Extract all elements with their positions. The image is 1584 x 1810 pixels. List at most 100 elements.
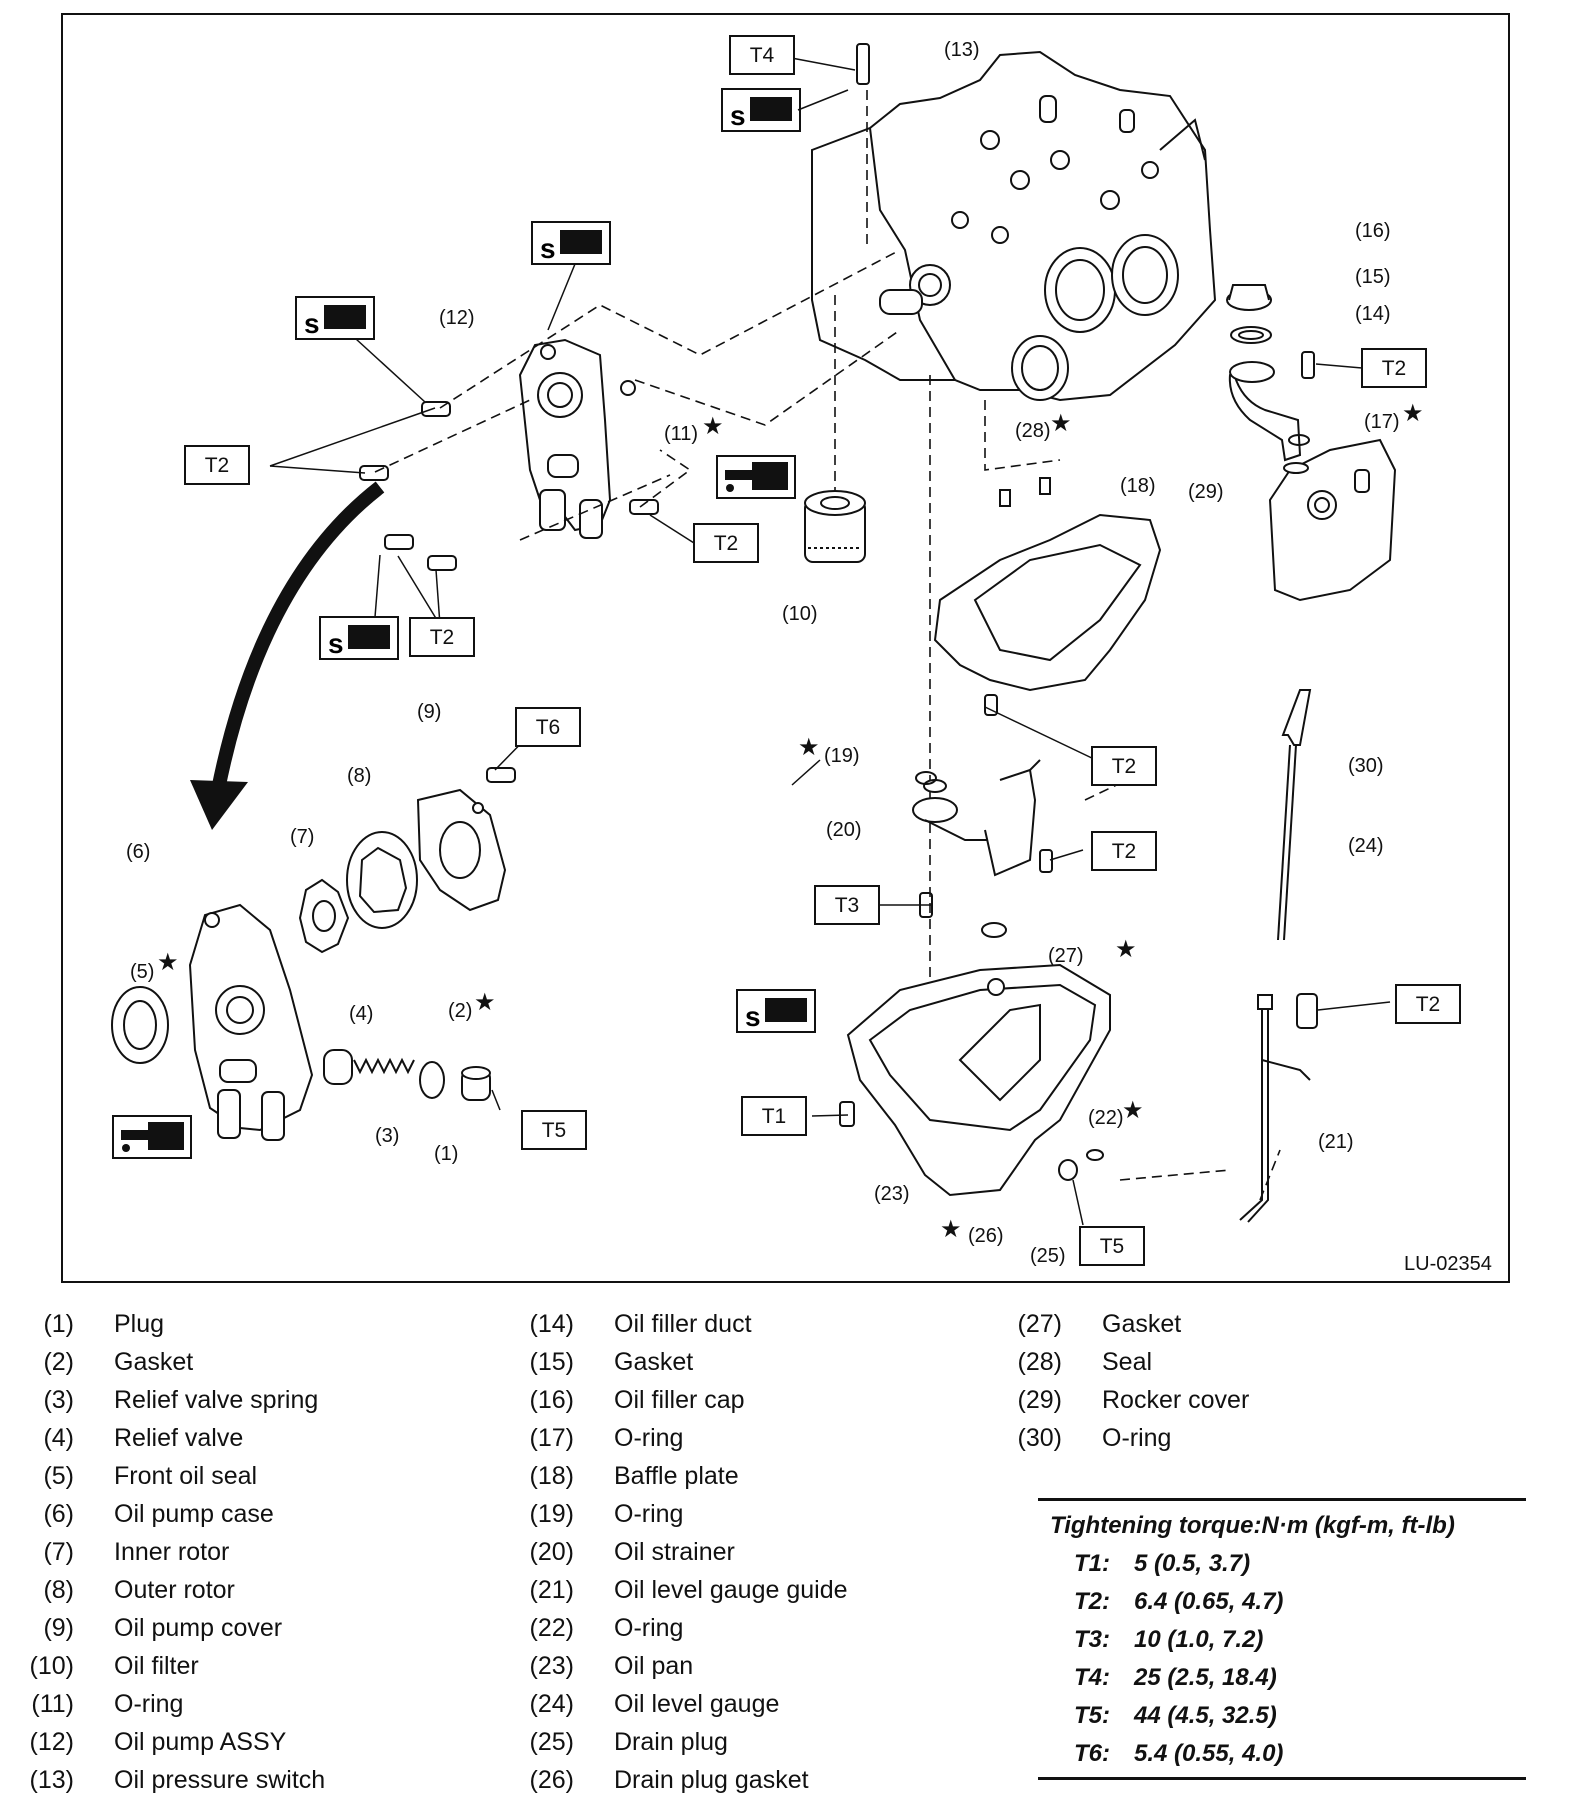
legend-row: (6)Oil pump case bbox=[43, 1500, 274, 1528]
callout-19: (19) bbox=[824, 745, 860, 767]
callout-24: (24) bbox=[1348, 835, 1384, 857]
callout-17: (17) bbox=[1364, 411, 1400, 433]
rocker-cover-drawing bbox=[1268, 438, 1397, 602]
callout-16: (16) bbox=[1355, 220, 1391, 242]
legend-row: (5)Front oil seal bbox=[43, 1462, 258, 1490]
legend-column-2: (14)Oil filler duct (15)Gasket (16)Oil f… bbox=[500, 1305, 848, 1799]
legend-row: (17)O-ring bbox=[529, 1424, 684, 1452]
legend-row: (26)Drain plug gasket bbox=[529, 1766, 809, 1794]
callout-22: (22) bbox=[1088, 1107, 1124, 1129]
torque-table-title: Tightening torque:N·m (kgf-m, ft-lb) bbox=[1050, 1512, 1455, 1539]
star-icon: ★ bbox=[940, 1215, 962, 1243]
legend-row: (15)Gasket bbox=[529, 1348, 694, 1376]
callout-21: (21) bbox=[1318, 1131, 1354, 1153]
callout-10: (10) bbox=[782, 603, 818, 625]
callout-28: (28) bbox=[1015, 420, 1051, 442]
torque-tag-t2: T2 bbox=[1361, 348, 1427, 388]
legend-row: (12)Oil pump ASSY bbox=[29, 1728, 287, 1756]
star-icon: ★ bbox=[798, 733, 820, 761]
oil-symbol-icon bbox=[716, 455, 796, 499]
torque-row: T2:6.4 (0.65, 4.7) bbox=[1074, 1588, 1284, 1615]
svg-text:s: s bbox=[328, 628, 344, 659]
svg-text:T4: T4 bbox=[750, 44, 775, 67]
svg-text:T2: T2 bbox=[714, 532, 739, 555]
svg-text:T3: T3 bbox=[835, 894, 860, 917]
legend-row: (7)Inner rotor bbox=[43, 1538, 230, 1566]
callout-12: (12) bbox=[439, 307, 475, 329]
torque-tag-t5: T5 bbox=[1079, 1226, 1145, 1266]
torque-tag-t4: T4 bbox=[729, 35, 795, 75]
legend-row: (20)Oil strainer bbox=[529, 1538, 735, 1566]
legend-row: (23)Oil pan bbox=[529, 1652, 694, 1680]
callout-8: (8) bbox=[347, 765, 371, 787]
callout-3: (3) bbox=[375, 1125, 399, 1147]
oil-pan-drawing bbox=[846, 963, 1111, 1197]
diagram-frame bbox=[61, 13, 1510, 1283]
callout-29: (29) bbox=[1188, 481, 1224, 503]
torque-tag-t2: T2 bbox=[1395, 984, 1461, 1024]
legend-row: (10)Oil filter bbox=[29, 1652, 199, 1680]
callout-15: (15) bbox=[1355, 266, 1391, 288]
svg-text:s: s bbox=[730, 100, 746, 131]
svg-text:T2: T2 bbox=[1416, 993, 1441, 1016]
legend-row: (28)Seal bbox=[1017, 1348, 1153, 1376]
legend-row: (11)O-ring bbox=[31, 1690, 184, 1718]
callout-6: (6) bbox=[126, 841, 150, 863]
star-icon: ★ bbox=[1115, 935, 1137, 963]
legend-row: (19)O-ring bbox=[529, 1500, 684, 1528]
star-icon: ★ bbox=[702, 412, 724, 440]
bolts bbox=[359, 43, 1318, 1127]
callout-27: (27) bbox=[1048, 945, 1084, 967]
legend-column-3: (27)Gasket (28)Seal (29)Rocker cover (30… bbox=[988, 1305, 1250, 1457]
legend-row: (3)Relief valve spring bbox=[43, 1386, 319, 1414]
engine-block-drawing bbox=[811, 50, 1217, 402]
star-icon: ★ bbox=[474, 988, 496, 1016]
sealant-symbol-icon: s bbox=[721, 88, 801, 132]
legend-row: (30)O-ring bbox=[1017, 1424, 1172, 1452]
o-rings-drawing bbox=[419, 380, 1310, 1181]
callout-26: (26) bbox=[968, 1225, 1004, 1247]
oil-strainer-drawing bbox=[912, 759, 1041, 877]
sealant-symbol-icon: s bbox=[295, 296, 375, 340]
legend-column-1: (1)Plug (2)Gasket (3)Relief valve spring… bbox=[0, 1305, 326, 1799]
svg-text:s: s bbox=[540, 233, 556, 264]
legend-row: (29)Rocker cover bbox=[1017, 1386, 1250, 1414]
figure-id: LU-02354 bbox=[1404, 1253, 1492, 1275]
svg-text:T1: T1 bbox=[762, 1105, 787, 1128]
star-icon: ★ bbox=[1402, 399, 1424, 427]
svg-text:T5: T5 bbox=[542, 1119, 567, 1142]
legend-row: (13)Oil pressure switch bbox=[29, 1766, 326, 1794]
torque-tag-t1: T1 bbox=[741, 1096, 807, 1136]
callout-9: (9) bbox=[417, 701, 441, 723]
svg-text:T2: T2 bbox=[1112, 840, 1137, 863]
legend-row: (16)Oil filler cap bbox=[529, 1386, 745, 1414]
star-icon: ★ bbox=[157, 948, 179, 976]
legend-row: (18)Baffle plate bbox=[529, 1462, 739, 1490]
callout-13: (13) bbox=[944, 39, 980, 61]
svg-text:T2: T2 bbox=[430, 626, 455, 649]
callout-25: (25) bbox=[1030, 1245, 1066, 1267]
callout-2: (2) bbox=[448, 1000, 472, 1022]
torque-tag-t2: T2 bbox=[409, 617, 475, 657]
legend-row: (2)Gasket bbox=[43, 1348, 194, 1376]
legend-row: (4)Relief valve bbox=[43, 1424, 244, 1452]
torque-tag-t2: T2 bbox=[1091, 746, 1157, 786]
legend-row: (27)Gasket bbox=[1017, 1310, 1182, 1338]
torque-row: T5:44 (4.5, 32.5) bbox=[1074, 1702, 1277, 1729]
callout-7: (7) bbox=[290, 826, 314, 848]
callout-18: (18) bbox=[1120, 475, 1156, 497]
svg-text:T2: T2 bbox=[1112, 755, 1137, 778]
svg-text:T2: T2 bbox=[1382, 357, 1407, 380]
legend-row: (24)Oil level gauge bbox=[529, 1690, 780, 1718]
callout-30: (30) bbox=[1348, 755, 1384, 777]
svg-text:T5: T5 bbox=[1100, 1235, 1125, 1258]
exploded-parts-diagram: s s s s s bbox=[61, 13, 1510, 1283]
sealant-symbol-icon: s bbox=[736, 989, 816, 1033]
torque-tag-t6: T6 bbox=[515, 707, 581, 747]
svg-text:s: s bbox=[745, 1001, 761, 1032]
star-icon: ★ bbox=[1050, 409, 1072, 437]
torque-tag-t3: T3 bbox=[814, 885, 880, 925]
baffle-plate-drawing bbox=[933, 477, 1162, 692]
torque-tag-t2: T2 bbox=[693, 523, 759, 563]
legend-row: (25)Drain plug bbox=[529, 1728, 728, 1756]
